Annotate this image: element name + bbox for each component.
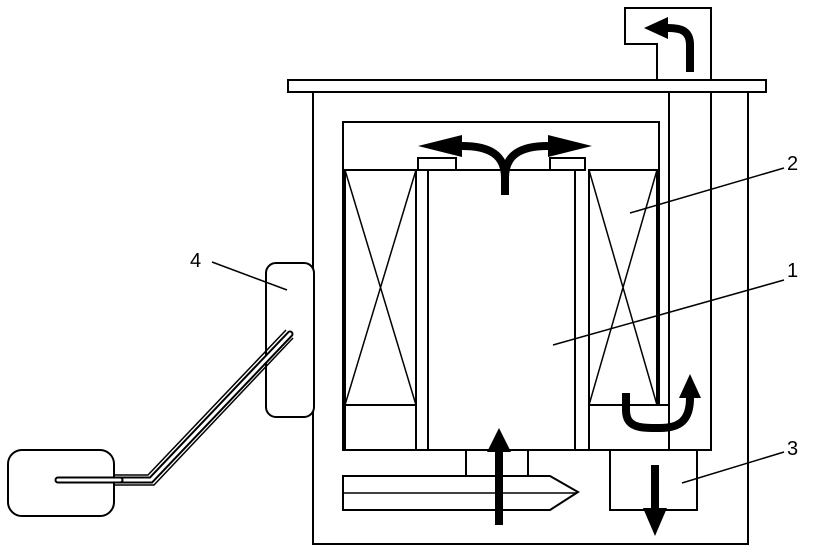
left-filter-base <box>344 404 417 451</box>
fuel-pump-body <box>427 169 576 451</box>
label-jet-pump: 3 <box>787 438 798 460</box>
flow-arrow-outlet <box>667 24 694 72</box>
flow-arrow-up-head <box>487 428 511 452</box>
flow-arrow-top-split <box>461 142 549 195</box>
flange-plate <box>287 79 767 93</box>
label-fuel-pump: 1 <box>787 260 798 282</box>
leader-line-2 <box>629 167 785 214</box>
flow-arrow-left-head <box>418 135 462 157</box>
label-reservoir: 2 <box>787 153 798 175</box>
flow-arrow-jet-down-head <box>643 508 667 536</box>
left-filter-cross <box>344 169 417 406</box>
leader-line-3 <box>681 451 785 484</box>
leader-line-1 <box>552 279 785 346</box>
flow-arrow-right-head <box>548 135 592 157</box>
leader-line-4 <box>211 261 288 291</box>
gauge-sender-housing <box>265 262 315 418</box>
flow-arrow-outlet-head <box>644 17 668 39</box>
label-fuel-gauge-sender: 4 <box>190 250 201 272</box>
flow-arrow-return-head <box>679 374 701 398</box>
flow-arrow-return-u <box>622 393 694 432</box>
